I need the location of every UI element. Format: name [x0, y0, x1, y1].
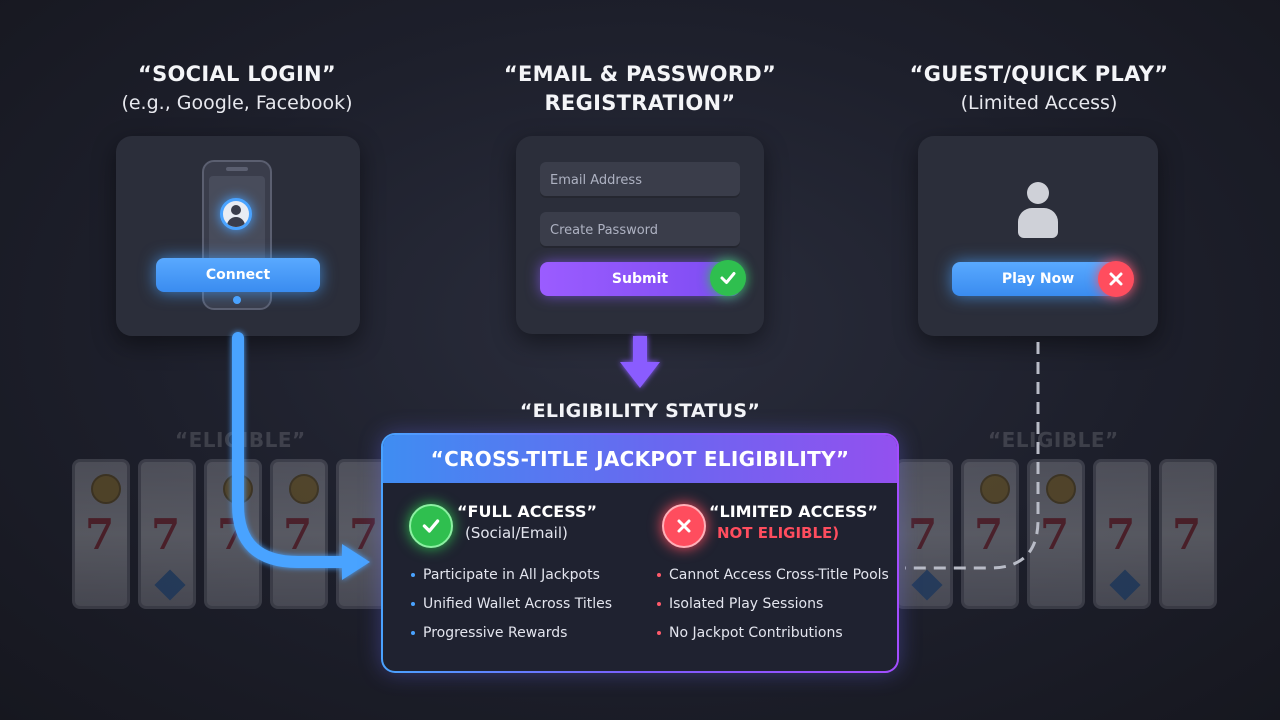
slot-reel: 7: [138, 459, 196, 609]
list-item: No Jackpot Contributions: [657, 623, 889, 652]
x-icon: [1098, 261, 1134, 297]
seven-symbol-icon: 7: [1106, 510, 1136, 559]
seven-symbol-icon: 7: [151, 510, 181, 559]
email-registration-title-line1: “EMAIL & PASSWORD”: [503, 62, 777, 86]
list-item: Isolated Play Sessions: [657, 594, 889, 623]
email-address-input[interactable]: Email Address: [540, 162, 740, 198]
limited-access-title: “LIMITED ACCESS”: [709, 502, 878, 521]
guest-play-subtitle: (Limited Access): [960, 92, 1118, 114]
x-icon: [662, 504, 706, 548]
limited-access-subtitle: NOT ELIGIBLE): [717, 524, 840, 542]
right-slot-reels: 7 7 7 7 7: [895, 455, 1225, 625]
slot-reel: 7: [961, 459, 1019, 609]
connect-button[interactable]: Connect: [156, 258, 320, 292]
slot-reel: 7: [270, 459, 328, 609]
email-to-status-arrow: [620, 336, 660, 388]
list-item: Unified Wallet Across Titles: [411, 594, 612, 623]
social-to-full-access-arrow: [232, 332, 370, 580]
social-login-title: “SOCIAL LOGIN”: [137, 62, 337, 86]
coin-icon: [91, 474, 121, 504]
coin-icon: [980, 474, 1010, 504]
eligibility-status-label: “ELIGIBILITY STATUS”: [519, 400, 761, 422]
seven-symbol-icon: 7: [1040, 510, 1070, 559]
full-access-title: “FULL ACCESS”: [457, 502, 598, 521]
user-icon: [1018, 182, 1058, 240]
full-access-subtitle: (Social/Email): [465, 524, 568, 542]
coin-icon: [1046, 474, 1076, 504]
seven-symbol-icon: 7: [1172, 510, 1202, 559]
user-avatar-icon: [220, 198, 252, 230]
slot-reel: 7: [1159, 459, 1217, 609]
email-registration-card: Email Address Create Password Submit: [516, 136, 764, 334]
list-item: Cannot Access Cross-Title Pools: [657, 565, 889, 594]
seven-symbol-icon: 7: [908, 510, 938, 559]
check-icon: [409, 504, 453, 548]
social-login-subtitle: (e.g., Google, Facebook): [121, 92, 353, 114]
social-login-card: Connect: [116, 136, 360, 336]
seven-symbol-icon: 7: [349, 510, 379, 559]
slot-reel: 7: [1093, 459, 1151, 609]
check-icon: [710, 260, 746, 296]
background-eligible-label: “ELIGIBLE”: [988, 428, 1119, 452]
create-password-input[interactable]: Create Password: [540, 212, 740, 248]
list-item: Progressive Rewards: [411, 623, 612, 652]
panel-title: “CROSS-TITLE JACKPOT ELIGIBILITY”: [383, 435, 897, 483]
cross-title-jackpot-panel: “CROSS-TITLE JACKPOT ELIGIBILITY” “FULL …: [381, 433, 899, 673]
guest-to-limited-access-connector: [905, 342, 1040, 570]
coin-icon: [289, 474, 319, 504]
guest-play-card: Play Now: [918, 136, 1158, 336]
slot-reel: 7: [72, 459, 130, 609]
seven-symbol-icon: 7: [85, 510, 115, 559]
email-registration-title-line2: REGISTRATION”: [544, 91, 736, 115]
play-now-button[interactable]: Play Now: [952, 262, 1124, 296]
guest-play-title: “GUEST/QUICK PLAY”: [909, 62, 1169, 86]
limited-access-list: Cannot Access Cross-Title Pools Isolated…: [657, 565, 889, 652]
seven-symbol-icon: 7: [974, 510, 1004, 559]
submit-button[interactable]: Submit: [540, 262, 740, 296]
list-item: Participate in All Jackpots: [411, 565, 612, 594]
seven-symbol-icon: 7: [283, 510, 313, 559]
full-access-list: Participate in All Jackpots Unified Wall…: [411, 565, 612, 652]
